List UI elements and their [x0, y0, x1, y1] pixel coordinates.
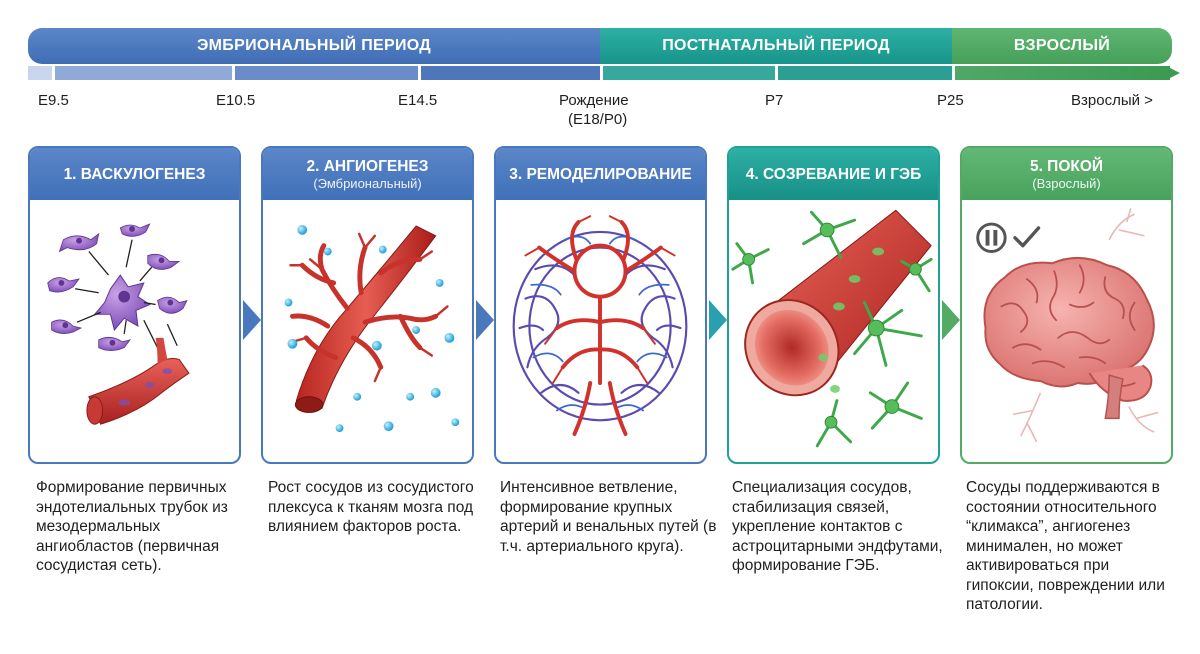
ruler-segment [28, 66, 52, 80]
angioblast-cluster-icon [93, 274, 151, 332]
marker-adult: Взрослый > [1071, 92, 1153, 109]
sprouting-vessel-icon [289, 225, 449, 413]
stage-card-header: 2. АНГИОГЕНЕЗ (Эмбриональный) [263, 148, 472, 200]
arrow-right-icon [942, 300, 960, 340]
marker-e9-5: E9.5 [38, 92, 69, 109]
marker-birth: Рождение [559, 92, 629, 109]
stage-card-header: 5. ПОКОЙ (Взрослый) [962, 148, 1171, 200]
stage-description-angiogenesis: Рост сосудов из сосудистого плексуса к т… [268, 479, 474, 535]
faded-vessels-icon [1012, 208, 1159, 443]
stage-illustration [962, 200, 1171, 462]
phase-adult: ВЗРОСЛЫЙ [952, 28, 1172, 64]
stage-card-header: 1. ВАСКУЛОГЕНЕЗ [30, 148, 239, 200]
arrow-right-icon [476, 300, 494, 340]
stage-description-maturation: Специализация сосудов, стабилизация связ… [732, 479, 943, 574]
stage-card-header: 4. СОЗРЕВАНИЕ И ГЭБ [729, 148, 938, 200]
quiescence-illustration [976, 208, 1159, 443]
stage-title: 3. РЕМОДЕЛИРОВАНИЕ [509, 165, 692, 183]
ruler-segment [955, 66, 1170, 80]
phase-adult-label: ВЗРОСЛЫЙ [1013, 37, 1111, 54]
stage-title: 5. ПОКОЙ [1029, 157, 1104, 175]
angiogenesis-illustration [284, 225, 460, 433]
checkmark-icon [1013, 226, 1041, 248]
remodeling-illustration [512, 215, 688, 436]
mature-vessel-icon [744, 209, 932, 397]
marker-p7: P7 [765, 92, 784, 109]
astrocyte-icon [731, 210, 933, 448]
ruler-segment [778, 66, 952, 80]
primitive-vessel-icon [86, 337, 190, 425]
brain-icon [983, 256, 1155, 420]
arrow-right-icon [243, 300, 261, 340]
marker-birth-code: (E18/P0) [568, 111, 628, 128]
marker-e14-5: E14.5 [398, 92, 438, 109]
stage-card-vasculogenesis: 1. ВАСКУЛОГЕНЕЗ [28, 146, 241, 464]
phase-postnatal: ПОСТНАТАЛЬНЫЙ ПЕРИОД [600, 28, 952, 64]
phase-embryonic: ЭМБРИОНАЛЬНЫЙ ПЕРИОД [28, 28, 600, 64]
stage-illustration [30, 200, 239, 462]
stage-card-maturation-bbb: 4. СОЗРЕВАНИЕ И ГЭБ [727, 146, 940, 464]
stage-card-quiescence: 5. ПОКОЙ (Взрослый) [960, 146, 1173, 464]
ruler-segment [55, 66, 232, 80]
marker-e10-5: E10.5 [216, 92, 256, 109]
stage-subtitle: (Взрослый) [1032, 175, 1101, 191]
vascular-network-icon [512, 215, 688, 436]
stage-title: 1. ВАСКУЛОГЕНЕЗ [63, 165, 206, 183]
pause-icon [976, 222, 1007, 253]
marker-p25: P25 [937, 92, 964, 109]
stage-card-remodeling: 3. РЕМОДЕЛИРОВАНИЕ [494, 146, 707, 464]
ruler-segment [235, 66, 418, 80]
stage-description-remodeling: Интенсивное ветвление, формирование круп… [500, 479, 717, 555]
vasculogenesis-illustration [47, 223, 190, 425]
ruler-segment [421, 66, 600, 80]
phase-embryonic-label: ЭМБРИОНАЛЬНЫЙ ПЕРИОД [197, 37, 431, 54]
timeline-ruler [28, 66, 1188, 80]
stage-card-angiogenesis: 2. АНГИОГЕНЕЗ (Эмбриональный) [261, 146, 474, 464]
maturation-illustration [731, 209, 933, 448]
stage-subtitle: (Эмбриональный) [313, 175, 422, 191]
stage-description-vasculogenesis: Формирование первичных эндотелиальных тр… [36, 479, 228, 574]
stage-illustration [496, 200, 705, 462]
stage-title: 2. АНГИОГЕНЕЗ [306, 157, 429, 175]
stage-illustration [729, 200, 938, 462]
phase-postnatal-label: ПОСТНАТАЛЬНЫЙ ПЕРИОД [662, 37, 890, 54]
arrow-right-icon [709, 300, 727, 340]
stage-title: 4. СОЗРЕВАНИЕ И ГЭБ [745, 165, 922, 183]
stage-illustration [263, 200, 472, 462]
ruler-segment [603, 66, 775, 80]
ruler-arrow-icon [1166, 66, 1180, 80]
growth-factor-icon [284, 225, 460, 433]
stage-card-header: 3. РЕМОДЕЛИРОВАНИЕ [496, 148, 705, 200]
stage-description-quiescence: Сосуды поддерживаются в состоянии относи… [966, 479, 1165, 613]
